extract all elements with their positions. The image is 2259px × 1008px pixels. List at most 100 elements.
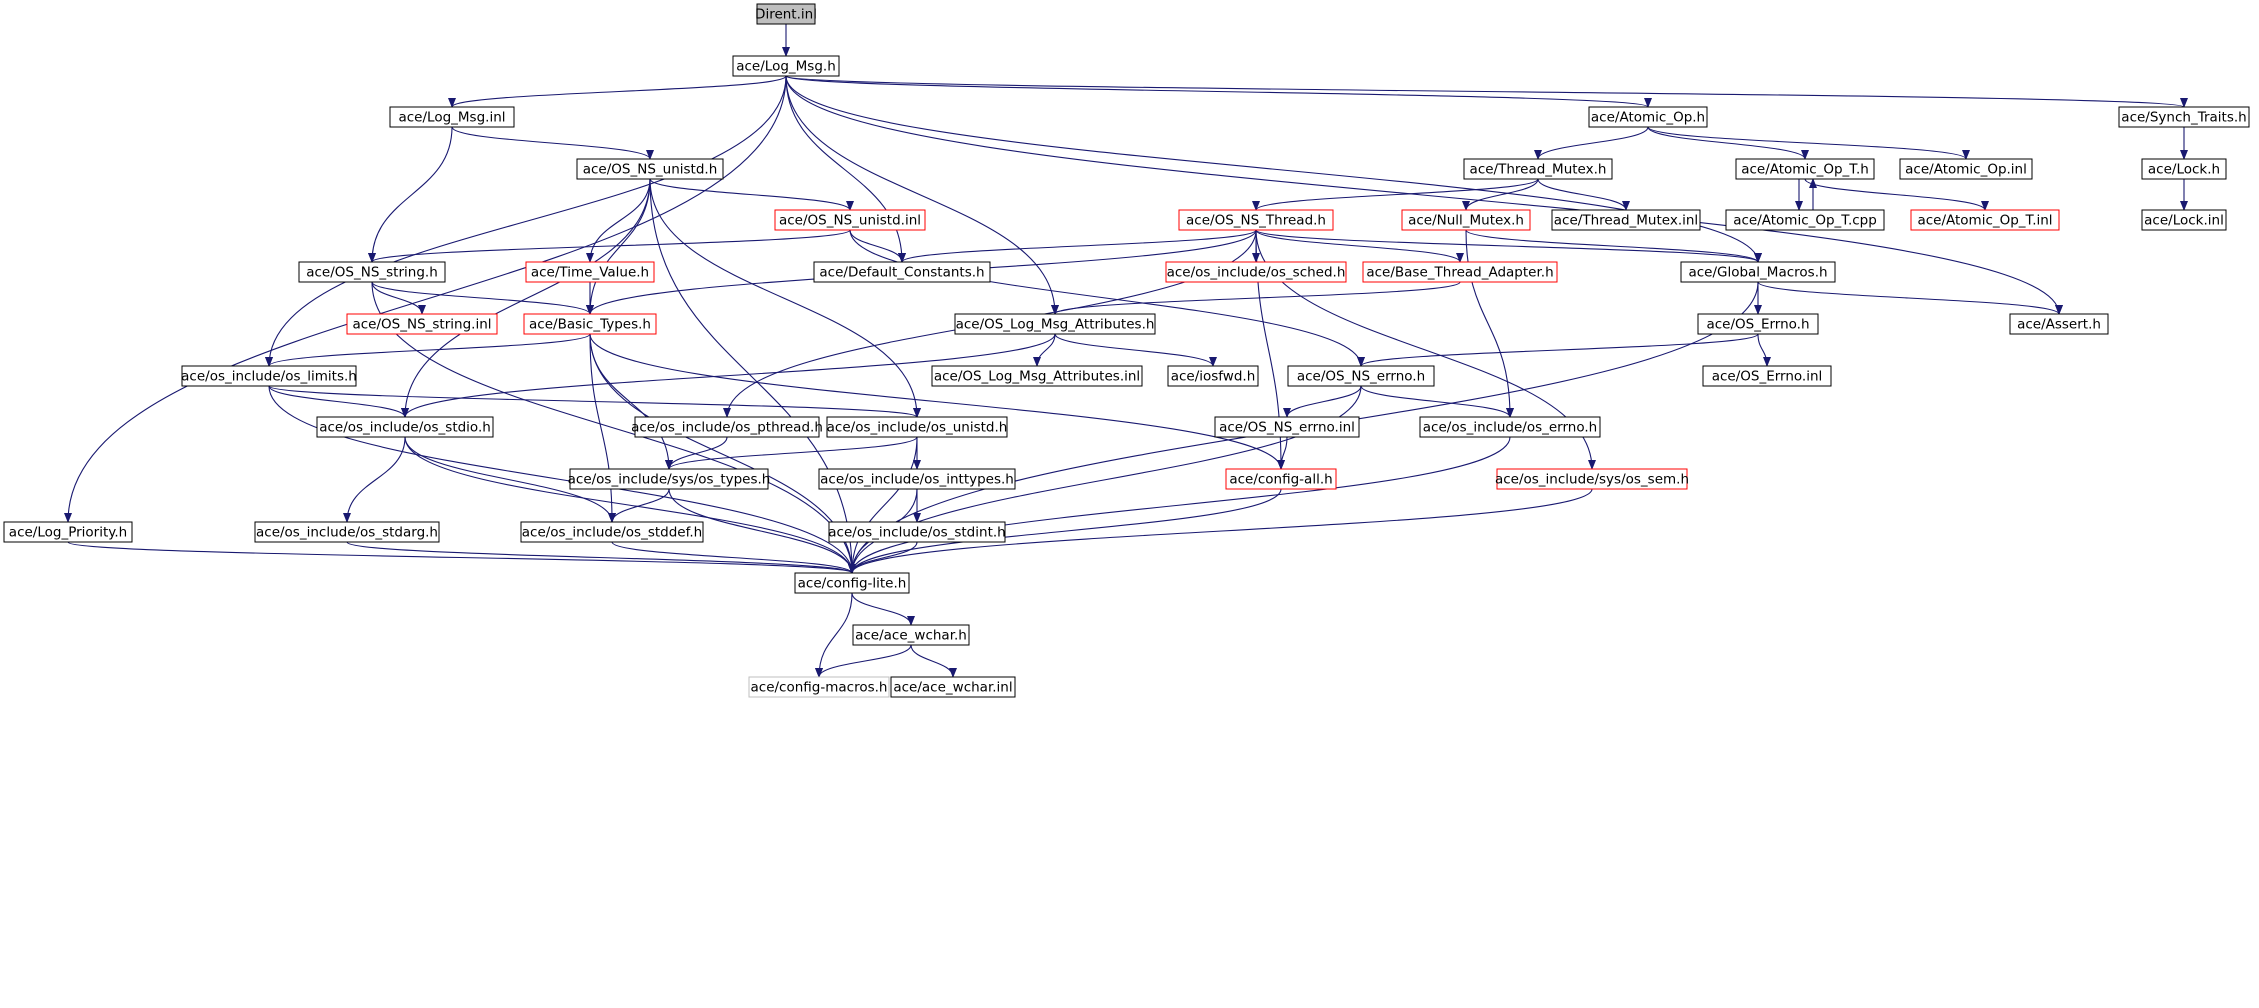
node-label: ace/os_include/os_limits.h — [181, 369, 357, 385]
edge-global_macros_h-to-assert_h — [1757, 281, 2063, 315]
edge-os_ns_string_h-to-basic_types_h — [371, 281, 594, 315]
edge-thread_mutex_h-to-null_mutex_h — [1462, 178, 1539, 211]
node-os_limits_h[interactable]: ace/os_include/os_limits.h — [181, 365, 357, 387]
node-box — [1165, 261, 1347, 283]
node-config_macros_h[interactable]: ace/config-macros.h — [748, 676, 890, 698]
node-box — [748, 676, 890, 698]
node-box — [2141, 209, 2227, 231]
node-lock_inl[interactable]: ace/Lock.inl — [2141, 209, 2227, 231]
node-dirent_inl: Dirent.inl — [755, 3, 817, 25]
node-os_sem_h[interactable]: ace/os_include/sys/os_sem.h — [1495, 468, 1689, 490]
node-os_errno_sys_h[interactable]: ace/os_include/os_errno.h — [1419, 416, 1601, 438]
edge-os_limits_h-to-config_lite_h — [268, 385, 856, 574]
node-label: ace/config-all.h — [1229, 472, 1332, 488]
node-label: ace/OS_NS_string.inl — [352, 317, 491, 333]
edge-os_types_h-to-config_lite_h — [668, 488, 856, 574]
node-log_msg_inl[interactable]: ace/Log_Msg.inl — [389, 106, 515, 128]
node-box — [2009, 313, 2109, 335]
edge-os_unistd_h-to-config_lite_h — [848, 436, 918, 574]
node-box — [828, 521, 1006, 543]
node-label: ace/OS_NS_unistd.inl — [779, 213, 921, 229]
node-os_ns_string_h[interactable]: ace/OS_NS_string.h — [298, 261, 446, 283]
node-box — [1680, 261, 1836, 283]
node-label: ace/OS_Log_Msg_Attributes.inl — [934, 369, 1140, 385]
node-os_ns_thread_h[interactable]: ace/OS_NS_Thread.h — [1178, 209, 1334, 231]
node-label: ace/config-lite.h — [798, 576, 907, 592]
node-label: ace/iosfwd.h — [1171, 369, 1256, 385]
node-ace_wchar_h[interactable]: ace/ace_wchar.h — [852, 624, 970, 646]
node-os_ns_unistd_inl[interactable]: ace/OS_NS_unistd.inl — [774, 209, 926, 231]
node-os_ns_errno_h[interactable]: ace/OS_NS_errno.h — [1287, 365, 1435, 387]
node-label: ace/Global_Macros.h — [1688, 265, 1827, 281]
node-synch_traits_h[interactable]: ace/Synch_Traits.h — [2118, 106, 2250, 128]
node-thread_mutex_inl[interactable]: ace/Thread_Mutex.inl — [1551, 209, 1701, 231]
node-label: ace/Default_Constants.h — [819, 265, 984, 281]
node-box — [931, 365, 1143, 387]
node-atomic_op_h[interactable]: ace/Atomic_Op.h — [1588, 106, 1708, 128]
edge-os_ns_thread_h-to-global_macros_h — [1255, 229, 1762, 263]
node-global_macros_h[interactable]: ace/Global_Macros.h — [1680, 261, 1836, 283]
edge-os_stdint_h-to-config_lite_h — [848, 541, 918, 574]
node-config_all_h[interactable]: ace/config-all.h — [1225, 468, 1337, 490]
node-os_unistd_h[interactable]: ace/os_include/os_unistd.h — [826, 416, 1008, 438]
node-os_errno_h[interactable]: ace/OS_Errno.h — [1697, 313, 1819, 335]
node-os_ns_errno_inl[interactable]: ace/OS_NS_errno.inl — [1214, 416, 1360, 438]
node-box — [1910, 209, 2060, 231]
node-os_inttypes_h[interactable]: ace/os_include/os_inttypes.h — [818, 468, 1016, 490]
node-os_errno_inl[interactable]: ace/OS_Errno.inl — [1702, 365, 1832, 387]
node-box — [389, 106, 515, 128]
node-box — [634, 416, 820, 438]
node-iosfwd_h[interactable]: ace/iosfwd.h — [1167, 365, 1259, 387]
edge-os_errno_sys_h-to-config_lite_h — [848, 436, 1511, 574]
node-box — [346, 313, 498, 335]
edge-os_ns_thread_h-to-default_constants_h — [898, 229, 1257, 263]
node-lock_h[interactable]: ace/Lock.h — [2141, 158, 2227, 180]
node-os_ns_string_inl[interactable]: ace/OS_NS_string.inl — [346, 313, 498, 335]
node-ace_wchar_inl[interactable]: ace/ace_wchar.inl — [890, 676, 1016, 698]
node-os_stdint_h[interactable]: ace/os_include/os_stdint.h — [828, 521, 1006, 543]
edge-basic_types_h-to-config_all_h — [589, 333, 1285, 470]
edge-os_ns_unistd_inl-to-os_ns_string_h — [368, 229, 851, 263]
node-null_mutex_h[interactable]: ace/Null_Mutex.h — [1401, 209, 1531, 231]
node-atomic_op_t_cpp[interactable]: ace/Atomic_Op_T.cpp — [1725, 209, 1885, 231]
node-os_log_msg_attributes_inl[interactable]: ace/OS_Log_Msg_Attributes.inl — [931, 365, 1143, 387]
edge-os_ns_unistd_inl-to-os_ns_errno_h — [849, 229, 1365, 367]
node-os_log_msg_attributes_h[interactable]: ace/OS_Log_Msg_Attributes.h — [954, 313, 1156, 335]
edge-os_unistd_h-to-os_types_h — [665, 436, 918, 470]
node-os_ns_unistd_h[interactable]: ace/OS_NS_unistd.h — [576, 158, 724, 180]
node-os_sched_h[interactable]: ace/os_include/os_sched.h — [1165, 261, 1347, 283]
edge-thread_mutex_h-to-thread_mutex_inl — [1537, 178, 1630, 211]
node-config_lite_h[interactable]: ace/config-lite.h — [794, 572, 910, 594]
node-box — [1702, 365, 1832, 387]
edge-os_ns_unistd_h-to-time_value_h — [586, 178, 651, 263]
node-label: ace/Lock.inl — [2144, 213, 2224, 229]
node-os_stdio_h[interactable]: ace/os_include/os_stdio.h — [316, 416, 494, 438]
node-thread_mutex_h[interactable]: ace/Thread_Mutex.h — [1463, 158, 1613, 180]
node-box — [818, 468, 1016, 490]
node-box — [576, 158, 724, 180]
node-log_msg_h[interactable]: ace/Log_Msg.h — [732, 55, 840, 77]
edge-log_msg_h-to-log_msg_inl — [448, 75, 787, 108]
node-time_value_h[interactable]: ace/Time_Value.h — [525, 261, 655, 283]
node-basic_types_h[interactable]: ace/Basic_Types.h — [523, 313, 657, 335]
node-atomic_op_t_h[interactable]: ace/Atomic_Op_T.h — [1735, 158, 1875, 180]
node-label: ace/Atomic_Op.h — [1591, 110, 1705, 126]
node-box — [569, 468, 769, 490]
node-default_constants_h[interactable]: ace/Default_Constants.h — [813, 261, 991, 283]
node-box — [298, 261, 446, 283]
node-assert_h[interactable]: ace/Assert.h — [2009, 313, 2109, 335]
node-os_pthread_h[interactable]: ace/os_include/os_pthread.h — [631, 416, 823, 438]
node-box — [1725, 209, 1885, 231]
node-os_stddef_h[interactable]: ace/os_include/os_stddef.h — [520, 521, 704, 543]
node-os_types_h[interactable]: ace/os_include/sys/os_types.h — [568, 468, 771, 490]
node-log_priority_h[interactable]: ace/Log_Priority.h — [3, 521, 133, 543]
edge-log_msg_inl-to-os_ns_string_h — [368, 126, 453, 263]
node-label: ace/OS_NS_string.h — [306, 265, 438, 281]
node-os_stdarg_h[interactable]: ace/os_include/os_stdarg.h — [254, 521, 440, 543]
node-box — [525, 261, 655, 283]
node-atomic_op_inl[interactable]: ace/Atomic_Op.inl — [1899, 158, 2033, 180]
node-box — [1167, 365, 1259, 387]
node-base_thread_adapter_h[interactable]: ace/Base_Thread_Adapter.h — [1362, 261, 1558, 283]
node-atomic_op_t_inl[interactable]: ace/Atomic_Op_T.inl — [1910, 209, 2060, 231]
edge-null_mutex_h-to-global_macros_h — [1465, 229, 1762, 263]
